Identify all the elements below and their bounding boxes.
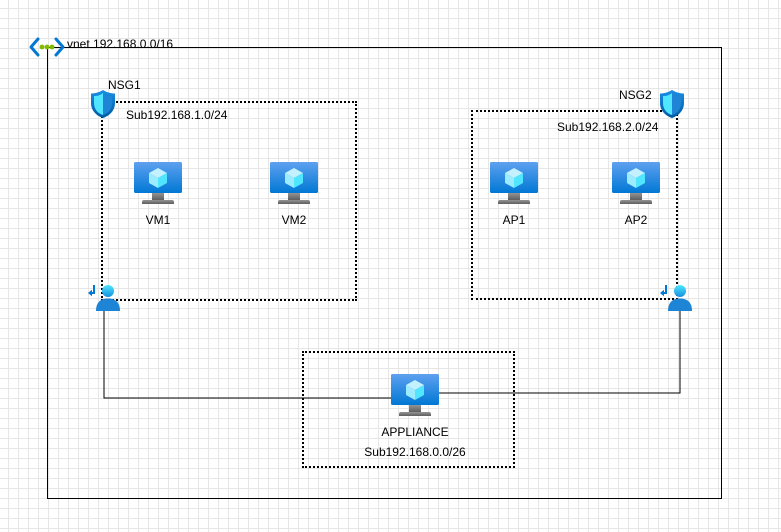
nsg2-shield-icon (659, 89, 685, 119)
vm1-label: VM1 (145, 213, 171, 227)
user1-user-icon (88, 283, 122, 311)
appliance-vm-monitor-icon (391, 374, 439, 418)
subnet-2-label: Sub192.168.2.0/24 (557, 120, 659, 134)
nsg1-shield-icon (90, 89, 116, 119)
nsg2-label: NSG2 (619, 88, 652, 102)
user2-user-icon (660, 283, 694, 311)
vnet-label: vnet 192.168.0.0/16 (67, 37, 174, 51)
appliance-label: APPLIANCE (381, 425, 449, 439)
connector-user1-to-appliance (103, 311, 393, 399)
ap1-vm-monitor-icon (490, 162, 538, 206)
ap2-vm-monitor-icon (612, 162, 660, 206)
vm1-vm-monitor-icon (134, 162, 182, 206)
ap2-label: AP2 (624, 213, 648, 227)
appliance-subnet-label: Sub192.168.0.0/26 (364, 445, 466, 459)
subnet-1-boundary (101, 101, 357, 301)
subnet-1-label: Sub192.168.1.0/24 (126, 108, 228, 122)
vm2-vm-monitor-icon (270, 162, 318, 206)
appliance-subnet-boundary (302, 351, 515, 468)
ap1-label: AP1 (502, 213, 526, 227)
vnet-boundary (47, 47, 722, 499)
nsg1-label: NSG1 (108, 78, 141, 92)
vm2-label: VM2 (281, 213, 307, 227)
connector-appliance-to-user2 (436, 311, 681, 394)
subnet-2-boundary (471, 110, 678, 300)
virtual-network-icon (29, 36, 65, 58)
